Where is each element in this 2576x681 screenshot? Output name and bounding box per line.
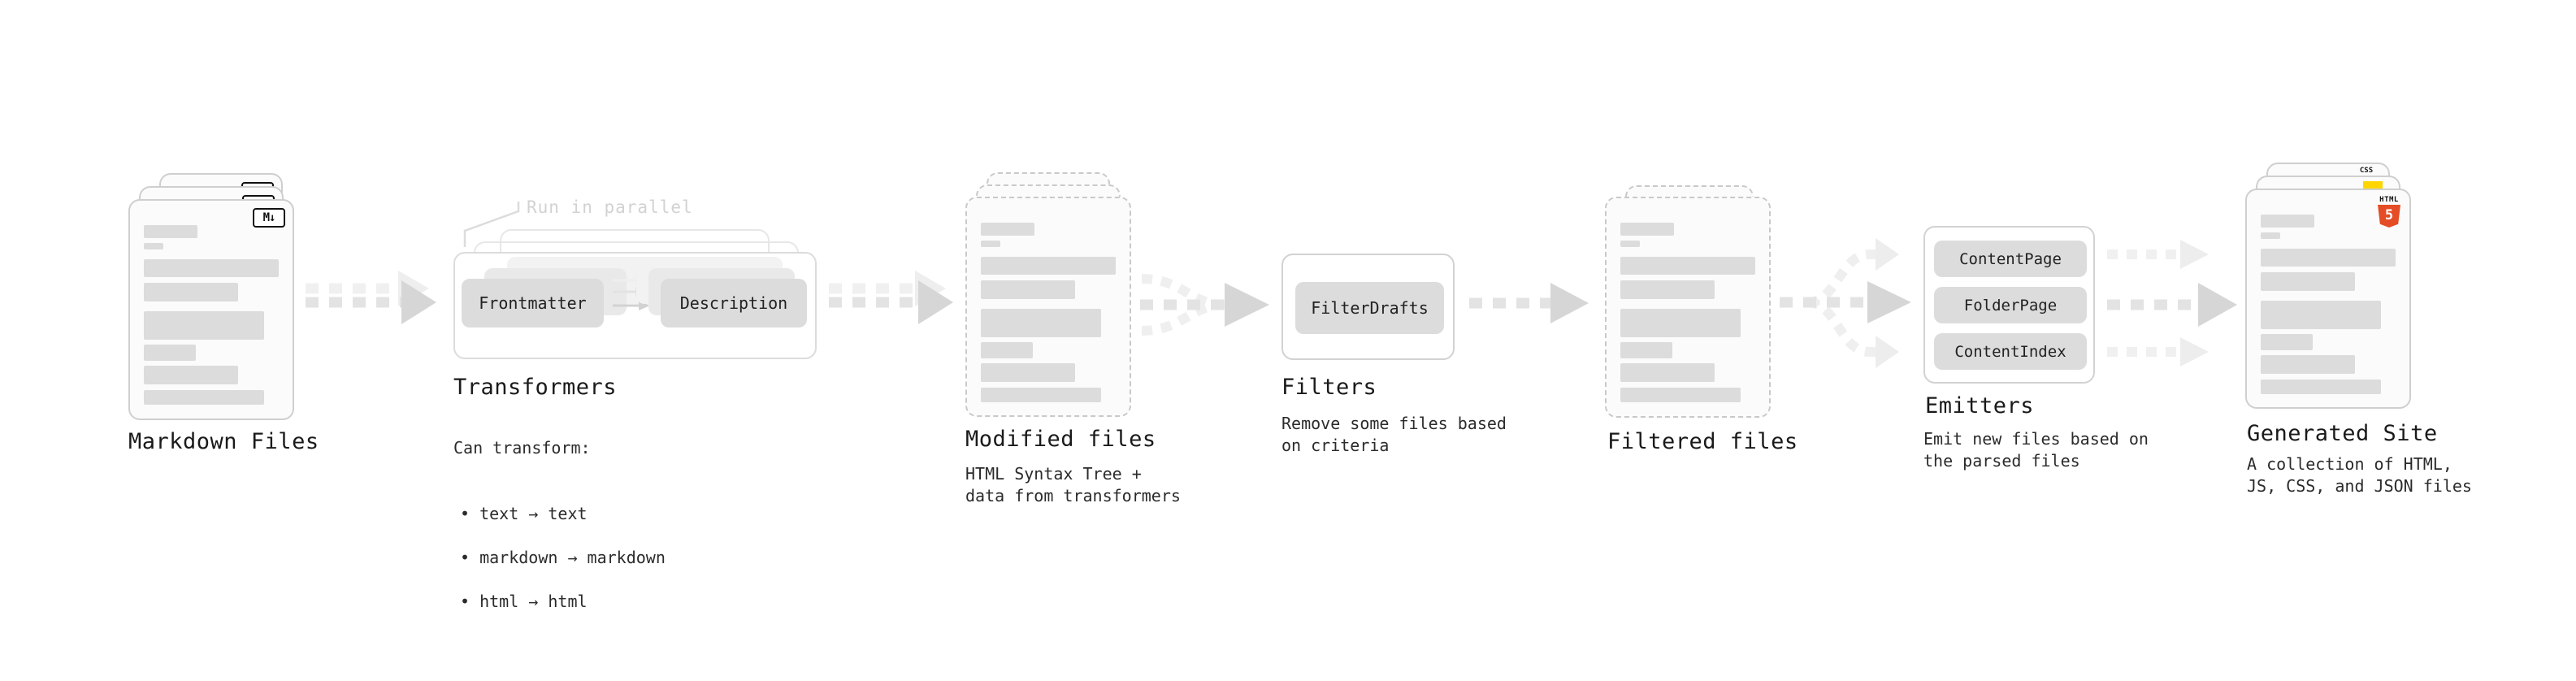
transformers-label: Transformers: [453, 375, 618, 400]
transform-desc-heading: Can transform:: [453, 438, 591, 458]
filters-label: Filters: [1281, 375, 1377, 400]
frontmatter-chip: Frontmatter: [462, 279, 604, 327]
modified-files-label: Modified files: [965, 427, 1156, 452]
transform-bullet: • text → text: [460, 504, 588, 523]
skeleton-bar: [1620, 280, 1715, 299]
skeleton-bar: [144, 390, 264, 405]
skeleton-bar: [981, 363, 1075, 382]
folder-page-chip: FolderPage: [1934, 287, 2087, 323]
skeleton-bar: [2261, 334, 2313, 350]
skeleton-bar: [2261, 249, 2396, 267]
skeleton-bar: [981, 388, 1101, 402]
skeleton-bar: [1620, 342, 1672, 358]
filtered-files-label: Filtered files: [1607, 429, 1798, 454]
file-skeleton-content: [1607, 198, 1769, 402]
skeleton-bar: [2261, 215, 2314, 228]
skeleton-bar: [981, 342, 1033, 358]
transformers-description: Can transform: • text → text • markdown …: [453, 415, 666, 657]
emitters-frame: ContentPage FolderPage ContentIndex: [1923, 226, 2095, 384]
skeleton-bar: [981, 257, 1116, 275]
skeleton-bar: [981, 309, 1101, 337]
css-badge-label: CSS: [2359, 167, 2374, 175]
description-chip: Description: [661, 279, 807, 327]
skeleton-bar: [1620, 257, 1755, 275]
skeleton-bar: [2261, 232, 2280, 239]
site-file-card-html: HTML 5: [2245, 189, 2411, 409]
content-page-chip: ContentPage: [1934, 241, 2087, 277]
file-skeleton-content: [967, 198, 1130, 402]
skeleton-bar: [144, 259, 279, 277]
filters-description: Remove some files based on criteria: [1281, 414, 1507, 455]
skeleton-bar: [981, 223, 1034, 236]
markdown-file-card-front: M↓: [128, 199, 294, 420]
skeleton-bar: [1620, 241, 1640, 247]
arrow-emitters-to-site: [2107, 240, 2237, 367]
skeleton-bar: [144, 366, 238, 384]
modified-files-description: HTML Syntax Tree + data from transformer…: [965, 464, 1181, 505]
html5-icon-shield: 5: [2378, 205, 2400, 228]
skeleton-bar: [2261, 301, 2381, 329]
markdown-icon: M↓: [253, 208, 285, 228]
skeleton-bar: [1620, 388, 1741, 402]
transformers-stack: Frontmatter Description: [452, 226, 822, 364]
arrow-transformers-to-modified: [829, 271, 953, 324]
transform-bullet: • html → html: [460, 592, 588, 611]
skeleton-bar: [1620, 363, 1715, 382]
skeleton-bar: [1620, 223, 1674, 236]
file-skeleton-content: [2247, 190, 2409, 394]
parallel-callout-line: [463, 202, 520, 247]
skeleton-bar: [144, 311, 264, 340]
arrow-modified-to-filters: [1140, 274, 1269, 336]
skeleton-bar: [144, 283, 238, 301]
html5-icon-text: HTML: [2379, 196, 2399, 204]
skeleton-bar: [981, 280, 1075, 299]
generated-site-description: A collection of HTML, JS, CSS, and JSON …: [2247, 454, 2472, 496]
html5-icon: HTML 5: [2377, 196, 2401, 228]
filtered-files-stack: [1599, 159, 1778, 427]
content-index-chip: ContentIndex: [1934, 333, 2087, 370]
emitters-description: Emit new files based on the parsed files: [1923, 429, 2149, 471]
skeleton-bar: [144, 225, 197, 238]
filtered-file-card-front: [1605, 197, 1771, 418]
transform-bullet: • markdown → markdown: [460, 548, 666, 567]
generated-site-label: Generated Site: [2247, 421, 2438, 446]
arrow-filters-to-filtered: [1469, 283, 1589, 323]
parallel-note: Run in parallel: [527, 197, 693, 217]
skeleton-bar: [2261, 380, 2381, 394]
markdown-files-label: Markdown Files: [128, 429, 319, 454]
skeleton-bar: [2261, 272, 2355, 291]
modified-file-card-front: [965, 197, 1131, 417]
modified-files-stack: [959, 159, 1138, 427]
markdown-files-stack: M↓ M↓ M↓: [122, 159, 301, 427]
arrow-filtered-to-emitters: [1780, 238, 1911, 368]
skeleton-bar: [981, 241, 1000, 247]
filters-frame: FilterDrafts: [1281, 254, 1455, 360]
emitters-label: Emitters: [1925, 393, 2035, 419]
skeleton-bar: [2261, 355, 2355, 374]
arrow-markdown-to-transformers: [306, 271, 436, 324]
skeleton-bar: [1620, 309, 1741, 337]
skeleton-bar: [144, 345, 196, 361]
skeleton-bar: [144, 243, 163, 249]
filter-drafts-chip: FilterDrafts: [1295, 282, 1444, 334]
file-skeleton-content: [130, 201, 293, 405]
generated-site-stack: CSS HTML 5: [2239, 159, 2418, 427]
